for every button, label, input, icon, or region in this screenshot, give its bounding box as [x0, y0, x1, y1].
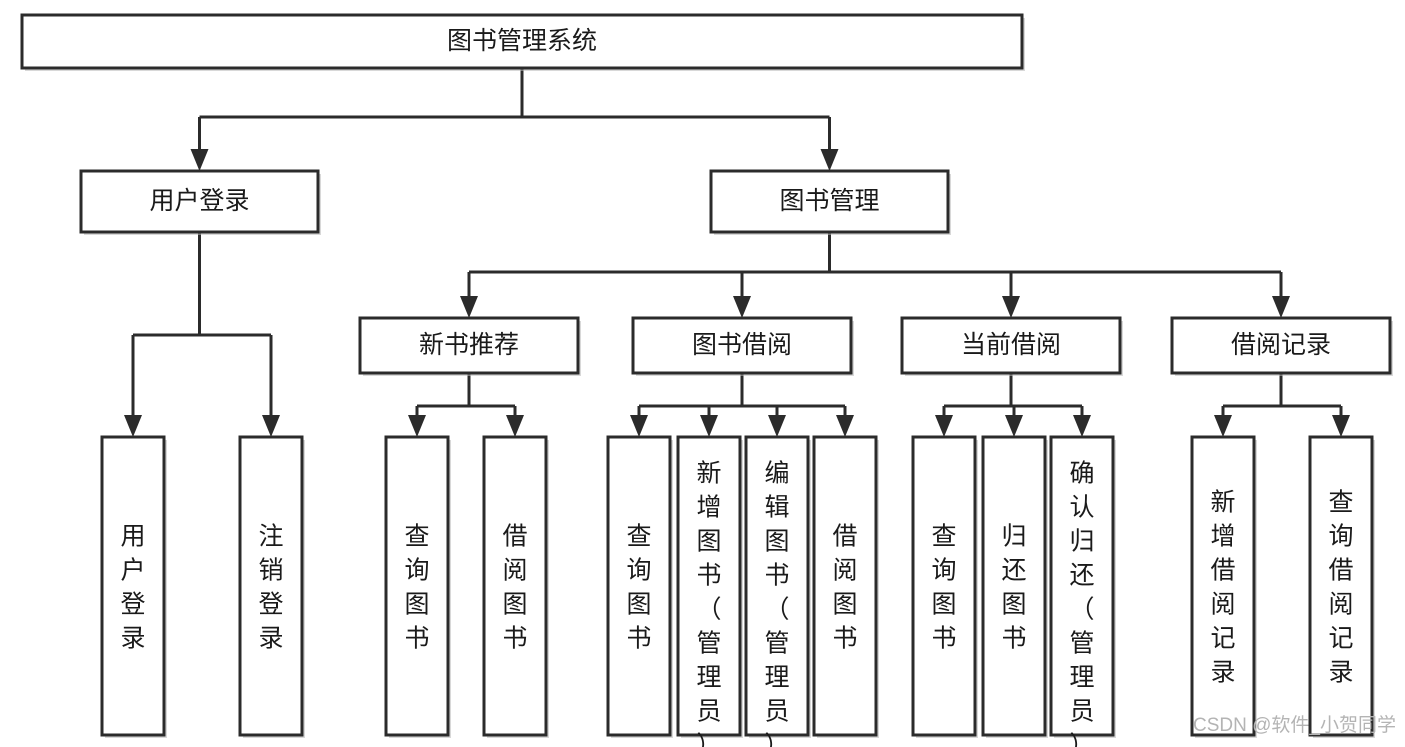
node-layer: 图书管理系统用户登录图书管理新书推荐图书借阅当前借阅借阅记录用户登录注销登录查询…: [20, 13, 1393, 747]
node-leaf-user-logout[interactable]: 注销登录: [238, 435, 305, 738]
node-leaf-borrow-book-2[interactable]: 借阅图书: [812, 435, 879, 738]
arrow-head-icon: [506, 415, 524, 437]
arrow-head-icon: [836, 415, 854, 437]
node-label: 查询图书: [626, 523, 651, 653]
edge-group-user-login: [124, 232, 280, 437]
node-label: 归还图书: [1001, 523, 1026, 653]
node-label: 新书推荐: [419, 331, 519, 359]
arrow-head-icon: [700, 415, 718, 437]
node-label: 当前借阅: [961, 331, 1061, 359]
node-leaf-edit-book[interactable]: 编辑图书（管理员）: [744, 435, 811, 747]
arrow-head-icon: [1005, 415, 1023, 437]
node-leaf-query-book-1[interactable]: 查询图书: [384, 435, 451, 738]
node-label: 新增借阅记录: [1210, 489, 1235, 687]
node-label: 图书管理: [779, 187, 879, 215]
node-label: 查询图书: [931, 523, 956, 653]
edge-group-borrow-record: [1214, 373, 1350, 437]
node-leaf-add-record[interactable]: 新增借阅记录: [1190, 435, 1257, 738]
node-label: 借阅图书: [502, 523, 527, 653]
node-borrow-record[interactable]: 借阅记录: [1170, 316, 1393, 376]
csdn-watermark: CSDN @软件_小贺同学: [1193, 714, 1396, 736]
arrow-head-icon: [630, 415, 648, 437]
node-label: 查询图书: [404, 523, 429, 653]
edge-group-book-borrow: [630, 373, 854, 437]
node-label: 新增图书（管理员）: [696, 460, 721, 747]
node-label: 确认归还（管理员）: [1069, 460, 1094, 747]
edge-group-book-manage: [460, 232, 1290, 318]
node-label: 用户登录: [120, 523, 145, 653]
node-leaf-add-book[interactable]: 新增图书（管理员）: [676, 435, 743, 747]
arrow-head-icon: [733, 296, 751, 318]
node-leaf-user-login[interactable]: 用户登录: [100, 435, 167, 738]
arrow-head-icon: [1073, 415, 1091, 437]
edge-group-current-borrow: [935, 373, 1091, 437]
node-label: 图书管理系统: [447, 27, 597, 55]
arrow-head-icon: [262, 415, 280, 437]
arrow-head-icon: [124, 415, 142, 437]
node-current-borrow[interactable]: 当前借阅: [900, 316, 1123, 376]
node-leaf-borrow-book-1[interactable]: 借阅图书: [482, 435, 549, 738]
arrow-head-icon: [935, 415, 953, 437]
node-leaf-confirm-return[interactable]: 确认归还（管理员）: [1049, 435, 1116, 747]
arrow-head-icon: [1214, 415, 1232, 437]
node-book-manage[interactable]: 图书管理: [709, 169, 951, 235]
node-leaf-return-book[interactable]: 归还图书: [981, 435, 1048, 738]
arrow-head-icon: [1002, 296, 1020, 318]
arrow-head-icon: [408, 415, 426, 437]
node-label: 图书借阅: [692, 331, 792, 359]
node-label: 查询借阅记录: [1328, 489, 1353, 687]
node-new-book-recommend[interactable]: 新书推荐: [358, 316, 581, 376]
arrow-head-icon: [1332, 415, 1350, 437]
arrow-head-icon: [1272, 296, 1290, 318]
node-label: 编辑图书（管理员）: [764, 460, 789, 747]
edge-layer: [124, 68, 1350, 437]
edge-group-new-book-recommend: [408, 373, 524, 437]
node-leaf-query-record[interactable]: 查询借阅记录: [1308, 435, 1375, 738]
node-book-borrow[interactable]: 图书借阅: [631, 316, 854, 376]
arrow-head-icon: [460, 296, 478, 318]
arrow-head-icon: [190, 149, 209, 171]
node-leaf-query-book-2[interactable]: 查询图书: [606, 435, 673, 738]
node-label: 注销登录: [258, 523, 283, 653]
node-user-login[interactable]: 用户登录: [79, 169, 321, 235]
node-label: 用户登录: [149, 187, 249, 215]
arrow-head-icon: [820, 149, 839, 171]
arrow-head-icon: [768, 415, 786, 437]
edge-group-root: [190, 68, 839, 171]
node-root[interactable]: 图书管理系统: [20, 13, 1025, 71]
node-label: 借阅记录: [1231, 331, 1331, 359]
node-leaf-query-book-3[interactable]: 查询图书: [911, 435, 978, 738]
node-label: 借阅图书: [832, 523, 857, 653]
